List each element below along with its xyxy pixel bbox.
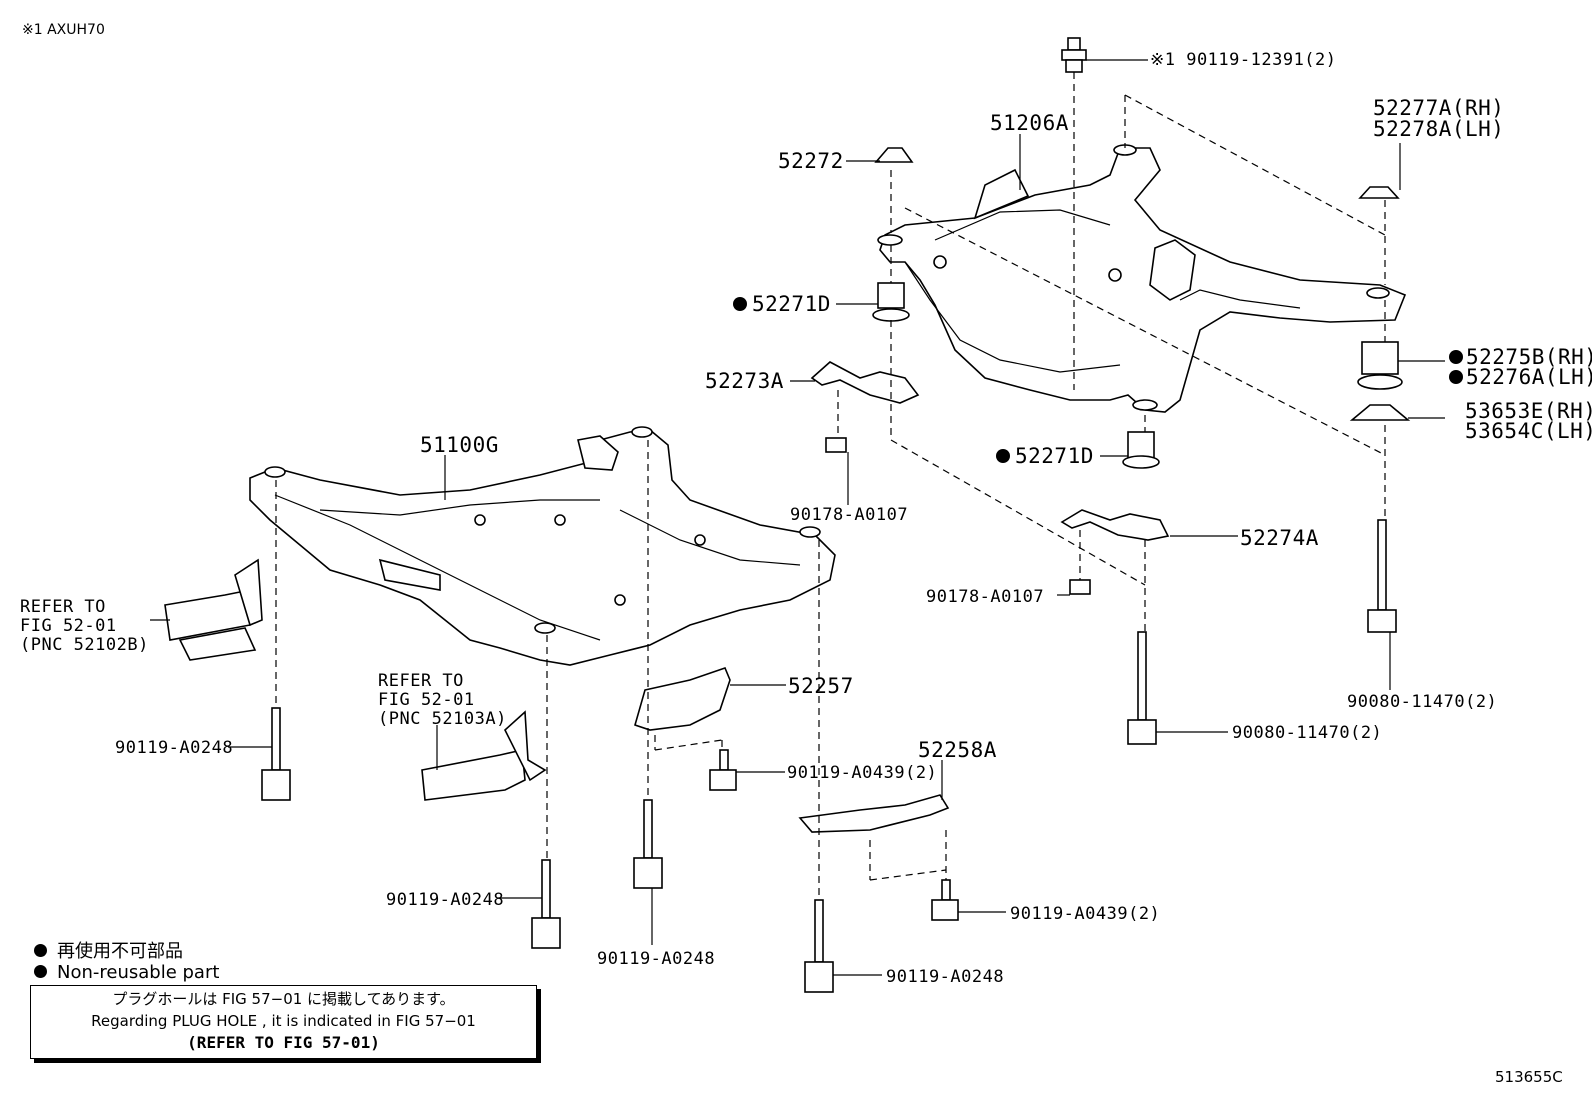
label-90119-A0439-top: 90119-A0439(2) — [787, 763, 937, 783]
bolt-90119-A0248-mid — [531, 859, 561, 949]
stopper-52273A — [810, 361, 920, 404]
label-52278A: 52278A(LH) — [1373, 117, 1504, 141]
label-refer1-c: (PNC 52102B) — [20, 635, 149, 655]
cushion-52271D-top — [872, 282, 910, 322]
assembly-lines — [275, 72, 1386, 900]
legend-en: Non-reusable part — [34, 962, 219, 983]
label-90080-mid: 90080-11470(2) — [1232, 723, 1382, 743]
bolt-90119-A0248-left — [261, 707, 291, 801]
brace-52257 — [634, 667, 731, 731]
label-52258A: 52258A — [918, 738, 997, 762]
label-52277A: 52277A(RH) — [1373, 96, 1504, 120]
bolt-90080-right — [1367, 519, 1397, 633]
bolt-90119-12391 — [1061, 37, 1087, 73]
bullet-52275B — [1449, 350, 1463, 364]
stopper-52272 — [874, 147, 914, 163]
bracket-52102B — [164, 558, 263, 661]
figure-code: 513655C — [1495, 1068, 1563, 1086]
bolt-90119-A0439-top — [709, 749, 737, 791]
nut-90178-mid — [1069, 579, 1091, 595]
bolt-90119-A0248-bot — [633, 799, 663, 889]
note-ref: (REFER TO FIG 57-01) — [187, 1033, 380, 1052]
label-53653E: 53653E(RH) — [1465, 399, 1592, 423]
label-refer1-a: REFER TO — [20, 597, 106, 617]
note-en: Regarding PLUG HOLE , it is indicated in… — [91, 1012, 476, 1030]
note-jp: プラグホールは FIG 57−01 に掲載してあります。 — [112, 990, 455, 1008]
label-90119-A0439-bot: 90119-A0439(2) — [1010, 904, 1160, 924]
cushion-52271D-mid — [1122, 431, 1160, 469]
bullet-52271D-mid — [996, 449, 1010, 463]
bolt-90119-A0439-bot — [931, 879, 959, 921]
label-53654C: 53654C(LH) — [1465, 419, 1592, 443]
label-90119-A0248-mid: 90119-A0248 — [386, 890, 504, 910]
model-note: ※1 AXUH70 — [22, 22, 105, 38]
legend-jp: 再使用不可部品 — [34, 937, 183, 963]
bullet-icon — [34, 944, 47, 957]
label-refer2-c: (PNC 52103A) — [378, 709, 507, 729]
label-52275B: 52275B(RH) — [1466, 345, 1592, 369]
label-refer2-b: FIG 52-01 — [378, 690, 475, 710]
label-52271D-top: 52271D — [752, 292, 831, 316]
rear-subframe-51206A — [877, 144, 1407, 413]
label-52276A: 52276A(LH) — [1466, 365, 1592, 389]
label-refer1-b: FIG 52-01 — [20, 616, 117, 636]
cushion-52275B — [1357, 341, 1403, 390]
bullet-52271D-top — [733, 297, 747, 311]
label-90119-A0248-right: 90119-A0248 — [886, 967, 1004, 987]
plug-hole-note: プラグホールは FIG 57−01 に掲載してあります。 Regarding P… — [30, 985, 537, 1059]
bolt-90119-A0248-right — [804, 899, 834, 993]
label-90119-A0248-bot: 90119-A0248 — [597, 949, 715, 969]
stopper-52274A — [1060, 509, 1170, 541]
label-51100G: 51100G — [420, 433, 499, 457]
nut-90178-top — [825, 437, 847, 453]
label-90080-right: 90080-11470(2) — [1347, 692, 1497, 712]
label-52257: 52257 — [788, 674, 854, 698]
label-90178-top: 90178-A0107 — [790, 505, 908, 525]
label-90119-A0248-left: 90119-A0248 — [115, 738, 233, 758]
label-90178-mid: 90178-A0107 — [926, 587, 1044, 607]
bullet-52276A — [1449, 370, 1463, 384]
label-90119-12391: ※1 90119-12391(2) — [1150, 50, 1337, 70]
brace-52258A — [798, 794, 950, 833]
label-51206A: 51206A — [990, 111, 1069, 135]
label-52271D-mid: 52271D — [1015, 444, 1094, 468]
stopper-52277A — [1358, 186, 1400, 199]
stopper-53653E — [1349, 404, 1411, 421]
front-crossmember-51100G — [249, 426, 836, 666]
bullet-icon — [34, 965, 47, 978]
bolt-90080-mid — [1127, 631, 1157, 745]
label-52273A: 52273A — [705, 369, 784, 393]
label-52272: 52272 — [778, 149, 844, 173]
leader-lines — [150, 59, 1445, 976]
bracket-52103A — [421, 710, 547, 801]
label-52274A: 52274A — [1240, 526, 1319, 550]
label-refer2-a: REFER TO — [378, 671, 464, 691]
